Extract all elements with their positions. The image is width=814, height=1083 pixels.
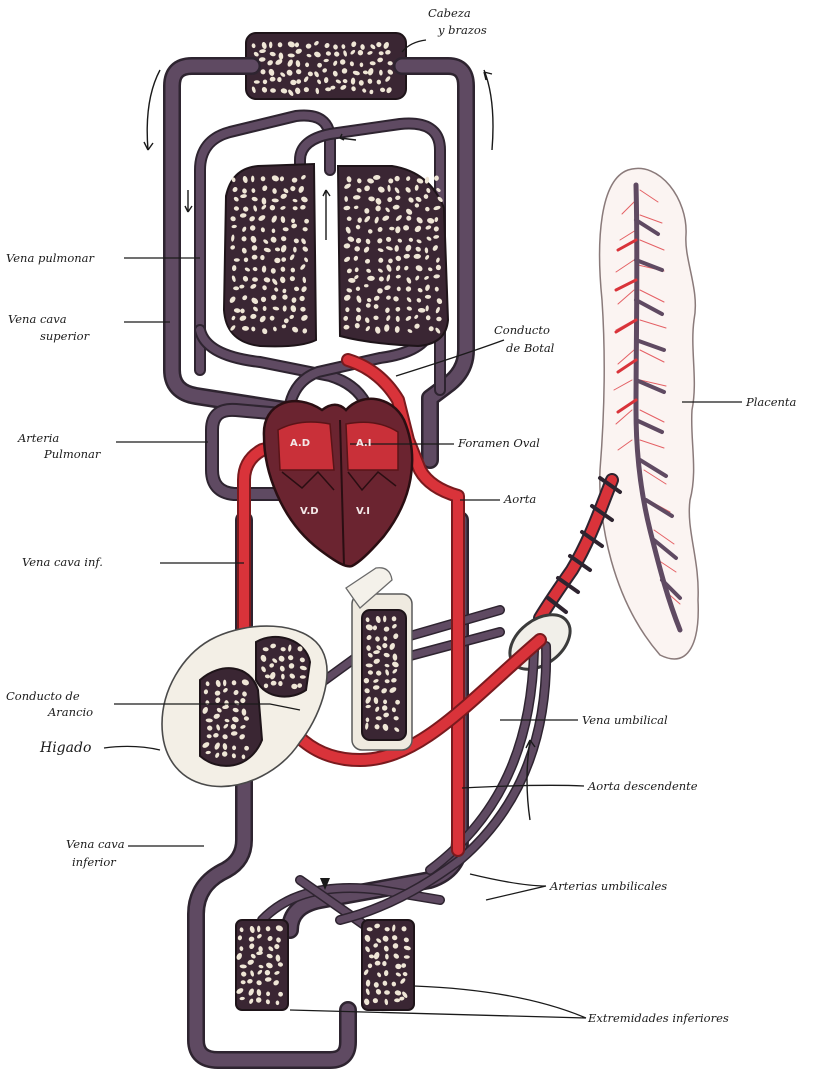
liver xyxy=(162,626,327,786)
capillary-hole xyxy=(251,176,254,183)
lungs xyxy=(224,164,448,346)
intestine-capillaries xyxy=(346,568,412,750)
label-head-line2: y brazos xyxy=(437,23,487,37)
label-inferior-vena-cava-short: Vena cava inf. xyxy=(22,555,103,569)
capillary-hole xyxy=(234,258,240,261)
label-lower-limbs: Extremidades inferiores xyxy=(587,1011,729,1025)
heart-left-atrium-label: A.I xyxy=(356,438,371,449)
capillary-hole xyxy=(300,675,306,678)
head-arms-capillaries xyxy=(246,33,406,99)
lower-limbs-capillaries xyxy=(235,920,414,1010)
label-ductus-arantii-line1: Conducto de xyxy=(6,689,80,703)
label-umbilical-vein: Vena umbilical xyxy=(582,713,668,727)
label-pulmonary-artery-line1: Arteria xyxy=(17,431,59,445)
label-ductus-arantii-line2: Arancio xyxy=(47,705,93,719)
label-umbilical-arteries: Arterias umbilicales xyxy=(549,879,667,893)
label-foramen-ovale: Foramen Oval xyxy=(457,436,540,450)
label-pulmonary-artery-line2: Pulmonar xyxy=(43,447,102,461)
label-superior-vena-cava-line1: Vena cava xyxy=(8,312,67,326)
heart xyxy=(264,399,412,567)
capillary-hole xyxy=(367,276,375,281)
capillary-hole xyxy=(223,680,226,687)
label-descending-aorta: Aorta descendente xyxy=(587,779,698,793)
label-ductus-botalli-line1: Conducto xyxy=(494,323,550,337)
label-aorta: Aorta xyxy=(503,492,536,506)
capillary-hole xyxy=(404,955,410,958)
capillary-hole xyxy=(269,42,272,49)
heart-right-atrium-label: A.D xyxy=(290,438,310,449)
capillary-hole xyxy=(377,288,383,293)
capillary-hole xyxy=(383,616,386,623)
label-inferior-vena-cava-line2: inferior xyxy=(72,855,117,869)
label-ductus-botalli-line2: de Botal xyxy=(506,341,555,355)
label-inferior-vena-cava-line1: Vena cava xyxy=(66,837,125,851)
label-placenta: Placenta xyxy=(745,395,797,409)
label-pulmonary-vein: Vena pulmonar xyxy=(6,251,96,265)
heart-left-ventricle-label: V.I xyxy=(356,506,370,517)
capillary-hole xyxy=(254,80,260,83)
placenta xyxy=(600,168,699,658)
label-head-line1: Cabeza xyxy=(428,6,471,20)
capillary-hole xyxy=(257,926,260,933)
heart-right-ventricle-label: V.D xyxy=(300,506,319,517)
label-liver: Higado xyxy=(39,740,91,756)
label-superior-vena-cava-line2: superior xyxy=(40,329,91,343)
